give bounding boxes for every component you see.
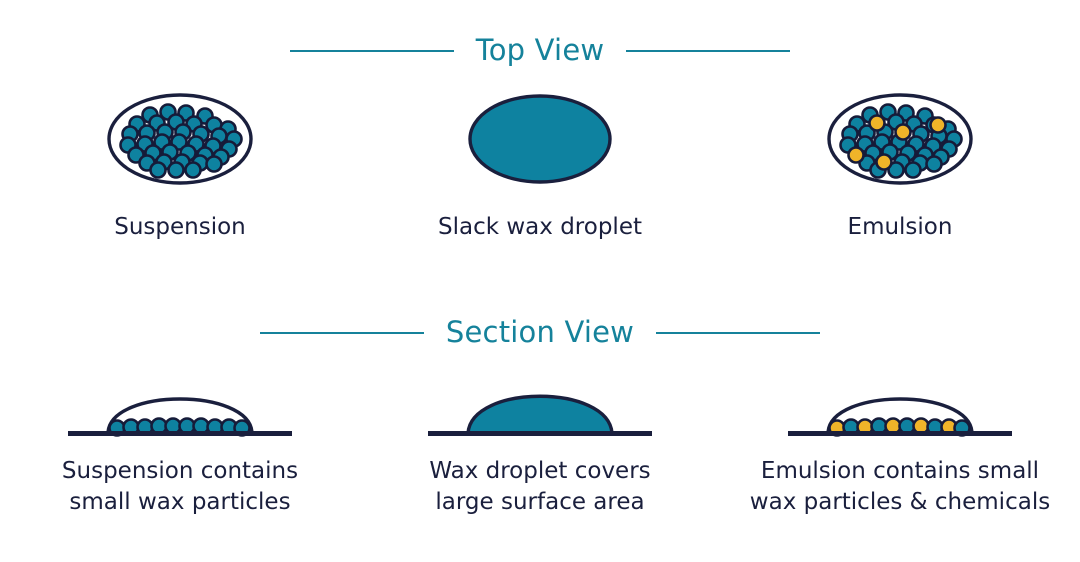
heading-rule-left-2: [259, 331, 424, 334]
caption-slack-wax-droplet: Slack wax droplet: [438, 214, 642, 240]
heading-rule-left: [289, 49, 454, 52]
section-view-row: Suspension contains small wax particles …: [0, 370, 1080, 518]
section-view-heading: Section View: [0, 318, 1080, 347]
emulsion-top-view-icon: [827, 93, 973, 185]
heading-rule-right: [626, 49, 791, 52]
top-view-title: Top View: [475, 33, 605, 67]
suspension-figure: [106, 78, 254, 198]
caption-emulsion: Emulsion: [847, 214, 953, 240]
caption-emulsion-section: Emulsion contains small wax particles & …: [749, 458, 1051, 515]
wax-droplet-section-view-icon: [428, 394, 652, 436]
wax-droplet-section-figure: [420, 370, 660, 440]
top-view-row: Suspension Slack wax droplet: [0, 78, 1080, 243]
column-suspension: Suspension: [0, 78, 360, 243]
suspension-section-view-icon: [68, 397, 292, 437]
emulsion-section-view-icon: [788, 397, 1012, 437]
section-view-title: Section View: [445, 315, 635, 349]
emulsion-figure: [826, 78, 974, 198]
column-emulsion: Emulsion: [720, 78, 1080, 243]
column-emulsion-section: Emulsion contains small wax particles & …: [720, 370, 1080, 518]
slack-wax-droplet-figure: [466, 78, 614, 198]
suspension-section-figure: [60, 370, 300, 440]
caption-wax-droplet-section: Wax droplet covers large surface area: [429, 458, 651, 515]
top-view-heading: Top View: [0, 36, 1080, 65]
column-wax-droplet-section: Wax droplet covers large surface area: [360, 370, 720, 518]
suspension-top-view-icon: [107, 93, 253, 185]
emulsion-chemical-particles: [847, 114, 947, 171]
emulsion-section-figure: [780, 370, 1020, 440]
heading-rule-right-2: [656, 331, 821, 334]
slack-wax-droplet-top-view-icon: [468, 94, 612, 184]
column-slack-wax-droplet: Slack wax droplet: [360, 78, 720, 243]
caption-suspension: Suspension: [114, 214, 246, 240]
column-suspension-section: Suspension contains small wax particles: [0, 370, 360, 518]
caption-suspension-section: Suspension contains small wax particles: [61, 458, 299, 515]
